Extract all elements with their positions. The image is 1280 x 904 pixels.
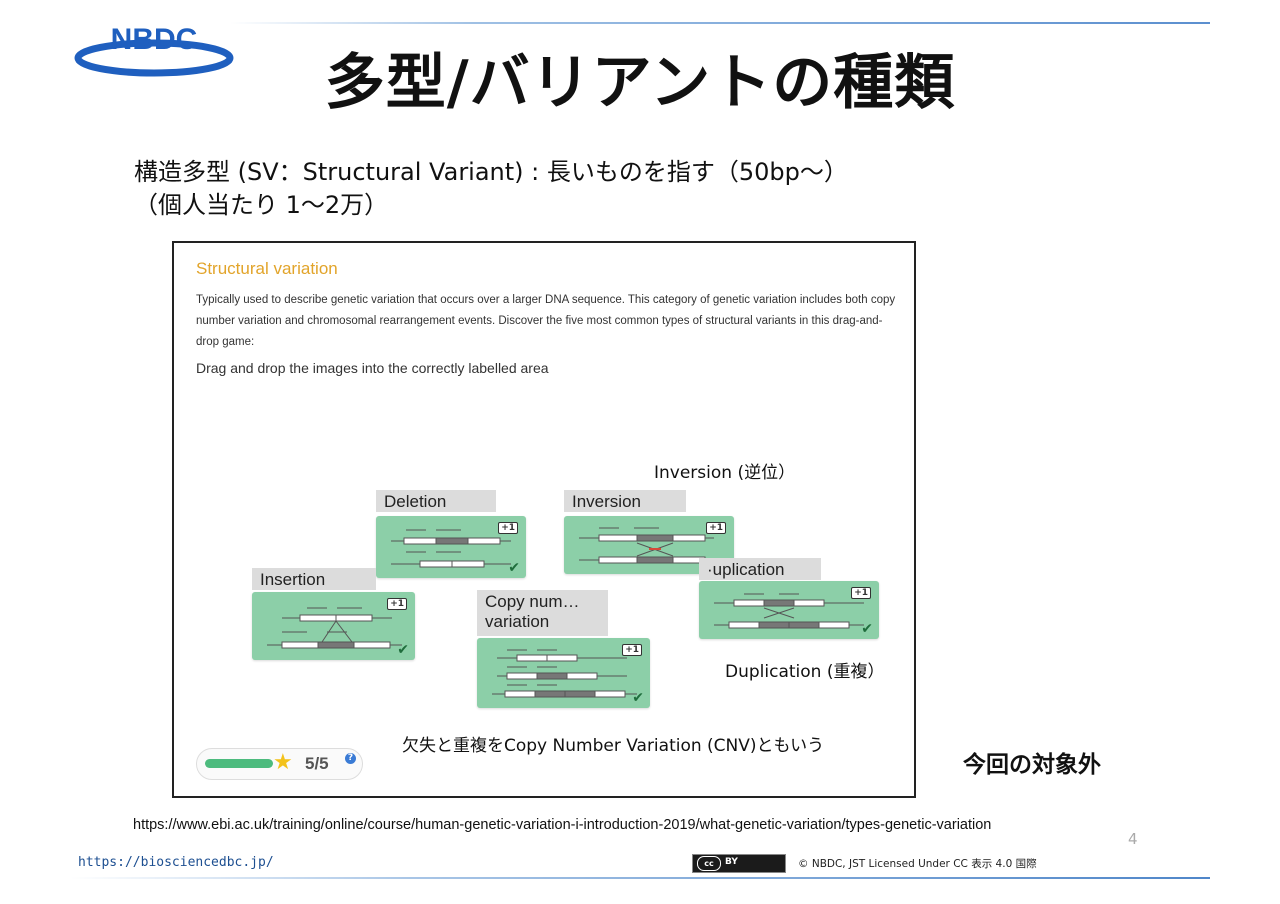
out-of-scope-note: 今回の対象外 — [963, 752, 1101, 778]
check-icon: ✔ — [861, 621, 873, 637]
duplication-diagram — [714, 593, 864, 629]
duplication-badge: +1 — [851, 587, 871, 599]
panel-description: Typically used to describe genetic varia… — [196, 294, 896, 348]
bottom-divider — [70, 877, 1210, 879]
sv-definition-line1: 構造多型 (SV：Structural Variant) : 長いものを指す（5… — [134, 158, 848, 186]
inversion-label: Inversion — [564, 490, 686, 512]
panel-heading: Structural variation — [196, 259, 338, 278]
source-url[interactable]: https://www.ebi.ac.uk/training/online/co… — [133, 817, 992, 833]
help-icon[interactable]: ? — [345, 753, 356, 764]
deletion-diagram — [391, 529, 511, 568]
panel-instruction: Drag and drop the images into the correc… — [196, 360, 549, 376]
duplication-annotation: Duplication (重複） — [725, 662, 885, 682]
cnv-note: 欠失と重複をCopy Number Variation (CNV)ともいう — [402, 736, 825, 756]
structural-variation-panel: Structural variation Typically used to d… — [172, 241, 916, 798]
progress-bar — [205, 759, 273, 768]
cc-by-text: BY — [725, 857, 738, 867]
logo-text: NBDC — [111, 23, 198, 56]
star-icon: ★ — [273, 750, 293, 775]
deletion-label: Deletion — [376, 490, 496, 512]
sv-definition: 構造多型 (SV：Structural Variant) : 長いものを指す（5… — [134, 156, 848, 222]
cc-icon: cc — [697, 856, 721, 871]
nbdc-logo: NBDC — [74, 22, 234, 78]
deletion-badge: +1 — [498, 522, 518, 534]
cnv-label-line1: Copy num… — [485, 592, 580, 611]
check-icon: ✔ — [508, 560, 520, 576]
cnv-badge: +1 — [622, 644, 642, 656]
duplication-card-box: +1 ✔ — [699, 581, 879, 639]
page-number: 4 — [1128, 830, 1138, 848]
progress-score: 5/5 — [305, 754, 329, 773]
cc-by-badge: cc BY — [692, 854, 786, 873]
copy-number-variation-label: Copy num… variation — [477, 590, 608, 636]
inversion-diagram — [579, 527, 714, 564]
cnv-label-line2: variation — [485, 612, 550, 631]
deletion-card-box: +1 ✔ — [376, 516, 526, 578]
page-title: 多型/バリアントの種類 — [324, 48, 956, 118]
sv-definition-line2: （個人当たり 1〜2万） — [134, 191, 389, 219]
top-divider — [230, 22, 1210, 24]
check-icon: ✔ — [397, 642, 409, 658]
insertion-diagram — [267, 607, 402, 649]
check-icon: ✔ — [632, 690, 644, 706]
progress-indicator: ★ 5/5 ? — [196, 748, 363, 780]
insertion-card-box: +1 ✔ — [252, 592, 415, 660]
license-text: © NBDC, JST Licensed Under CC 表示 4.0 国際 — [798, 858, 1037, 870]
insertion-label: Insertion — [252, 568, 376, 590]
cnv-card-box: +1 ✔ — [477, 638, 650, 708]
insertion-badge: +1 — [387, 598, 407, 610]
duplication-label: ·uplication — [699, 558, 821, 580]
site-url[interactable]: https://biosciencedbc.jp/ — [78, 855, 274, 870]
inversion-annotation: Inversion (逆位） — [654, 463, 796, 483]
cnv-diagram — [492, 649, 637, 698]
inversion-badge: +1 — [706, 522, 726, 534]
